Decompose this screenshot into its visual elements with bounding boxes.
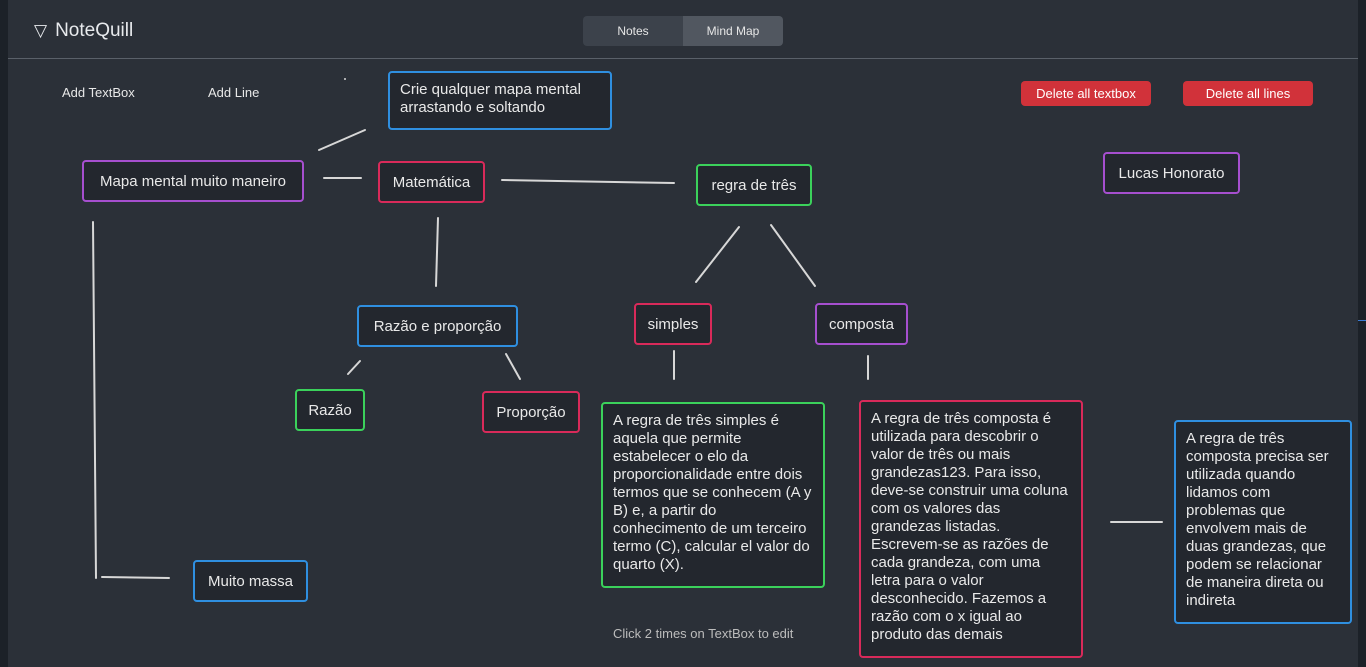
app-window: ▽ NoteQuill Notes Mind Map Add TextBox A… — [8, 0, 1358, 667]
textbox-razao[interactable]: Razão — [295, 389, 365, 431]
app-logo[interactable]: ▽ NoteQuill — [34, 20, 133, 42]
connector-line — [505, 353, 521, 380]
textbox-proporcao[interactable]: Proporção — [482, 391, 580, 433]
textbox-matematica[interactable]: Matemática — [378, 161, 485, 203]
edge-highlight — [1358, 320, 1366, 321]
delete-all-lines-button[interactable]: Delete all lines — [1183, 81, 1313, 106]
textbox-razao-e-proporcao[interactable]: Razão e proporção — [357, 305, 518, 347]
edit-hint: Click 2 times on TextBox to edit — [613, 626, 794, 641]
tab-notes[interactable]: Notes — [583, 16, 683, 46]
tab-mind-map[interactable]: Mind Map — [683, 16, 783, 46]
textbox-author[interactable]: Lucas Honorato — [1103, 152, 1240, 194]
textbox-root[interactable]: Mapa mental muito maneiro — [82, 160, 304, 202]
connector-line — [318, 129, 366, 151]
textbox-intro[interactable]: Crie qualquer mapa mental arrastando e s… — [388, 71, 612, 130]
dot — [344, 78, 346, 80]
connector-line — [695, 226, 740, 283]
textbox-composta[interactable]: composta — [815, 303, 908, 345]
view-switch: Notes Mind Map — [583, 16, 783, 46]
textbox-composta-description[interactable]: A regra de três composta é utilizada par… — [859, 400, 1083, 658]
header: ▽ NoteQuill Notes Mind Map — [8, 0, 1358, 59]
connector-line — [101, 576, 170, 579]
delete-all-textbox-button[interactable]: Delete all textbox — [1021, 81, 1151, 106]
textbox-muito-massa[interactable]: Muito massa — [193, 560, 308, 602]
triangle-down-icon[interactable]: ▽ — [34, 21, 48, 40]
connector-line — [435, 217, 439, 287]
app-title: NoteQuill — [55, 20, 134, 41]
add-textbox-button[interactable]: Add TextBox — [62, 85, 135, 100]
connector-line — [770, 224, 816, 287]
textbox-simples-description[interactable]: A regra de três simples é aquela que per… — [601, 402, 825, 588]
connector-lines-layer — [92, 78, 1163, 579]
textbox-regra-de-tres[interactable]: regra de três — [696, 164, 812, 206]
textbox-composta-note[interactable]: A regra de três composta precisa ser uti… — [1174, 420, 1352, 624]
textbox-simples[interactable]: simples — [634, 303, 712, 345]
connector-line — [501, 179, 675, 184]
connector-line — [92, 221, 97, 579]
connector-line — [347, 360, 361, 375]
add-line-button[interactable]: Add Line — [208, 85, 260, 100]
